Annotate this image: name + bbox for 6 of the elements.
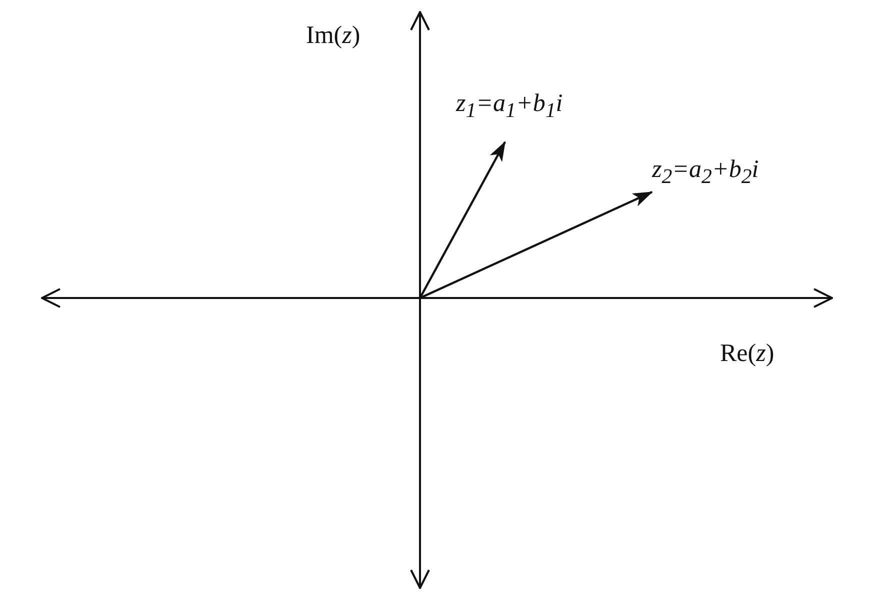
axis-label: Im(z) [306,22,360,50]
vector-label: z$_{1}$=a$_{1}$+b$_{1}$i [456,90,563,117]
vector-arrow [419,141,506,299]
axis-label: Re(z) [720,340,774,368]
vector-label: z$_{2}$=a$_{2}$+b$_{2}$i [652,156,759,183]
vector-arrow [420,191,653,299]
